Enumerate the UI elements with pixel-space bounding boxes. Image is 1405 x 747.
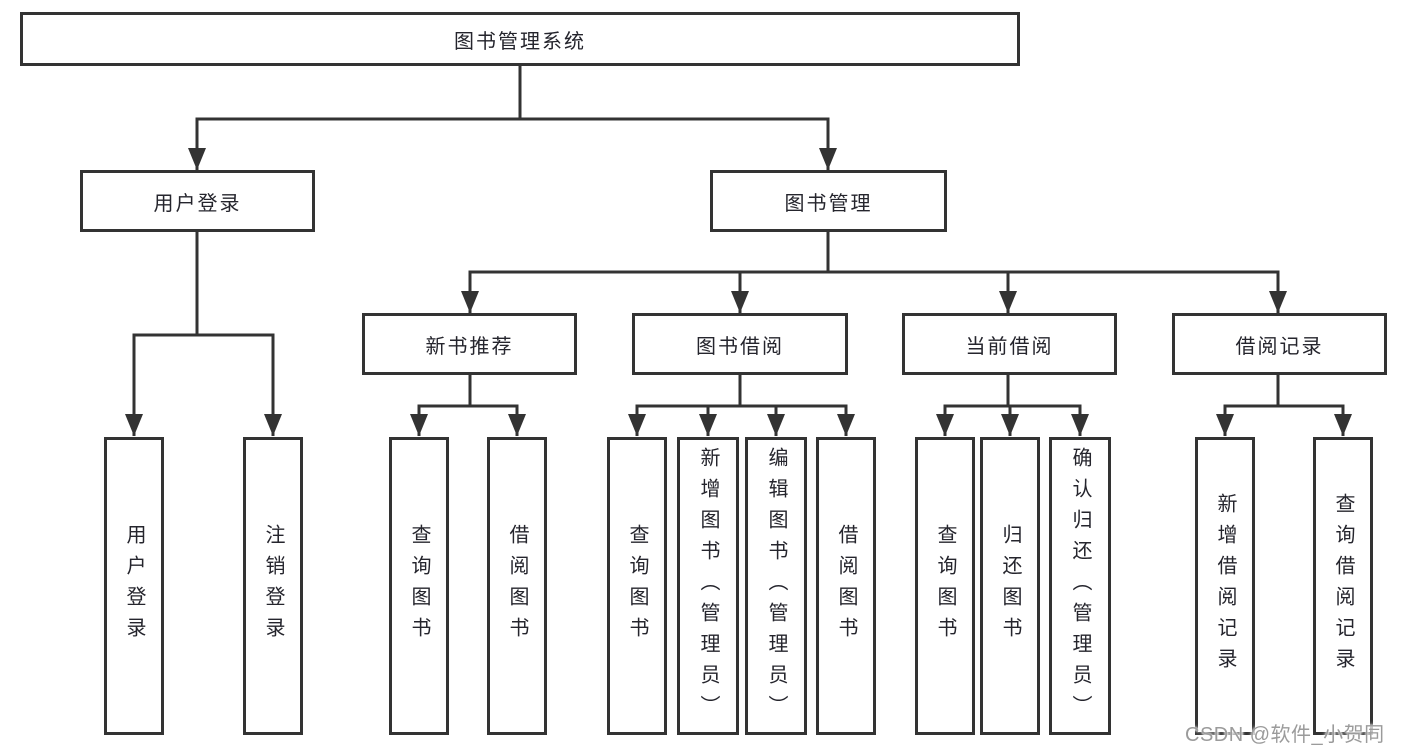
node-label: 新书推荐 bbox=[425, 335, 514, 358]
node-label: 注销登录 bbox=[262, 524, 284, 648]
node-label: 用户登录 bbox=[123, 524, 145, 648]
node-leaf-confirm-return-admin: 确认归还（管理员） bbox=[1049, 437, 1111, 735]
node-leaf-user-login: 用户登录 bbox=[104, 437, 164, 735]
node-leaf-add-borrow-record: 新增借阅记录 bbox=[1195, 437, 1255, 735]
node-borrow-records: 借阅记录 bbox=[1172, 313, 1387, 375]
node-leaf-query-books-2: 查询图书 bbox=[607, 437, 667, 735]
node-label: 查询借阅记录 bbox=[1332, 493, 1354, 679]
node-label: 查询图书 bbox=[626, 524, 648, 648]
node-label: 新增图书（管理员） bbox=[697, 446, 719, 726]
node-label: 用户登录 bbox=[153, 192, 242, 215]
node-leaf-edit-books-admin: 编辑图书（管理员） bbox=[745, 437, 807, 735]
node-label: 图书管理系统 bbox=[454, 30, 586, 53]
node-leaf-borrow-books-2: 借阅图书 bbox=[816, 437, 876, 735]
node-leaf-borrow-books-1: 借阅图书 bbox=[487, 437, 547, 735]
node-leaf-query-borrow-record: 查询借阅记录 bbox=[1313, 437, 1373, 735]
node-leaf-logout: 注销登录 bbox=[243, 437, 303, 735]
node-root: 图书管理系统 bbox=[20, 12, 1020, 66]
node-leaf-add-books-admin: 新增图书（管理员） bbox=[677, 437, 739, 735]
node-label: 借阅图书 bbox=[835, 524, 857, 648]
node-leaf-query-books-3: 查询图书 bbox=[915, 437, 975, 735]
node-label: 图书借阅 bbox=[696, 335, 784, 358]
node-label: 图书管理 bbox=[784, 192, 873, 215]
node-leaf-query-books-1: 查询图书 bbox=[389, 437, 449, 735]
node-label: 查询图书 bbox=[408, 524, 430, 648]
node-label: 编辑图书（管理员） bbox=[765, 446, 787, 726]
node-label: 借阅记录 bbox=[1235, 335, 1324, 358]
node-label: 借阅图书 bbox=[506, 524, 528, 648]
node-book-management: 图书管理 bbox=[710, 170, 947, 232]
node-book-borrow: 图书借阅 bbox=[632, 313, 848, 375]
node-label: 当前借阅 bbox=[965, 335, 1054, 358]
node-current-borrow: 当前借阅 bbox=[902, 313, 1117, 375]
csdn-watermark: CSDN @软件_小贺同学 bbox=[1185, 724, 1385, 746]
node-label: 确认归还（管理员） bbox=[1069, 446, 1091, 726]
node-label: 新增借阅记录 bbox=[1214, 493, 1236, 679]
node-label: 归还图书 bbox=[999, 524, 1021, 648]
node-leaf-return-books: 归还图书 bbox=[980, 437, 1040, 735]
node-new-book-recommend: 新书推荐 bbox=[362, 313, 577, 375]
node-label: 查询图书 bbox=[934, 524, 956, 648]
node-user-login: 用户登录 bbox=[80, 170, 315, 232]
